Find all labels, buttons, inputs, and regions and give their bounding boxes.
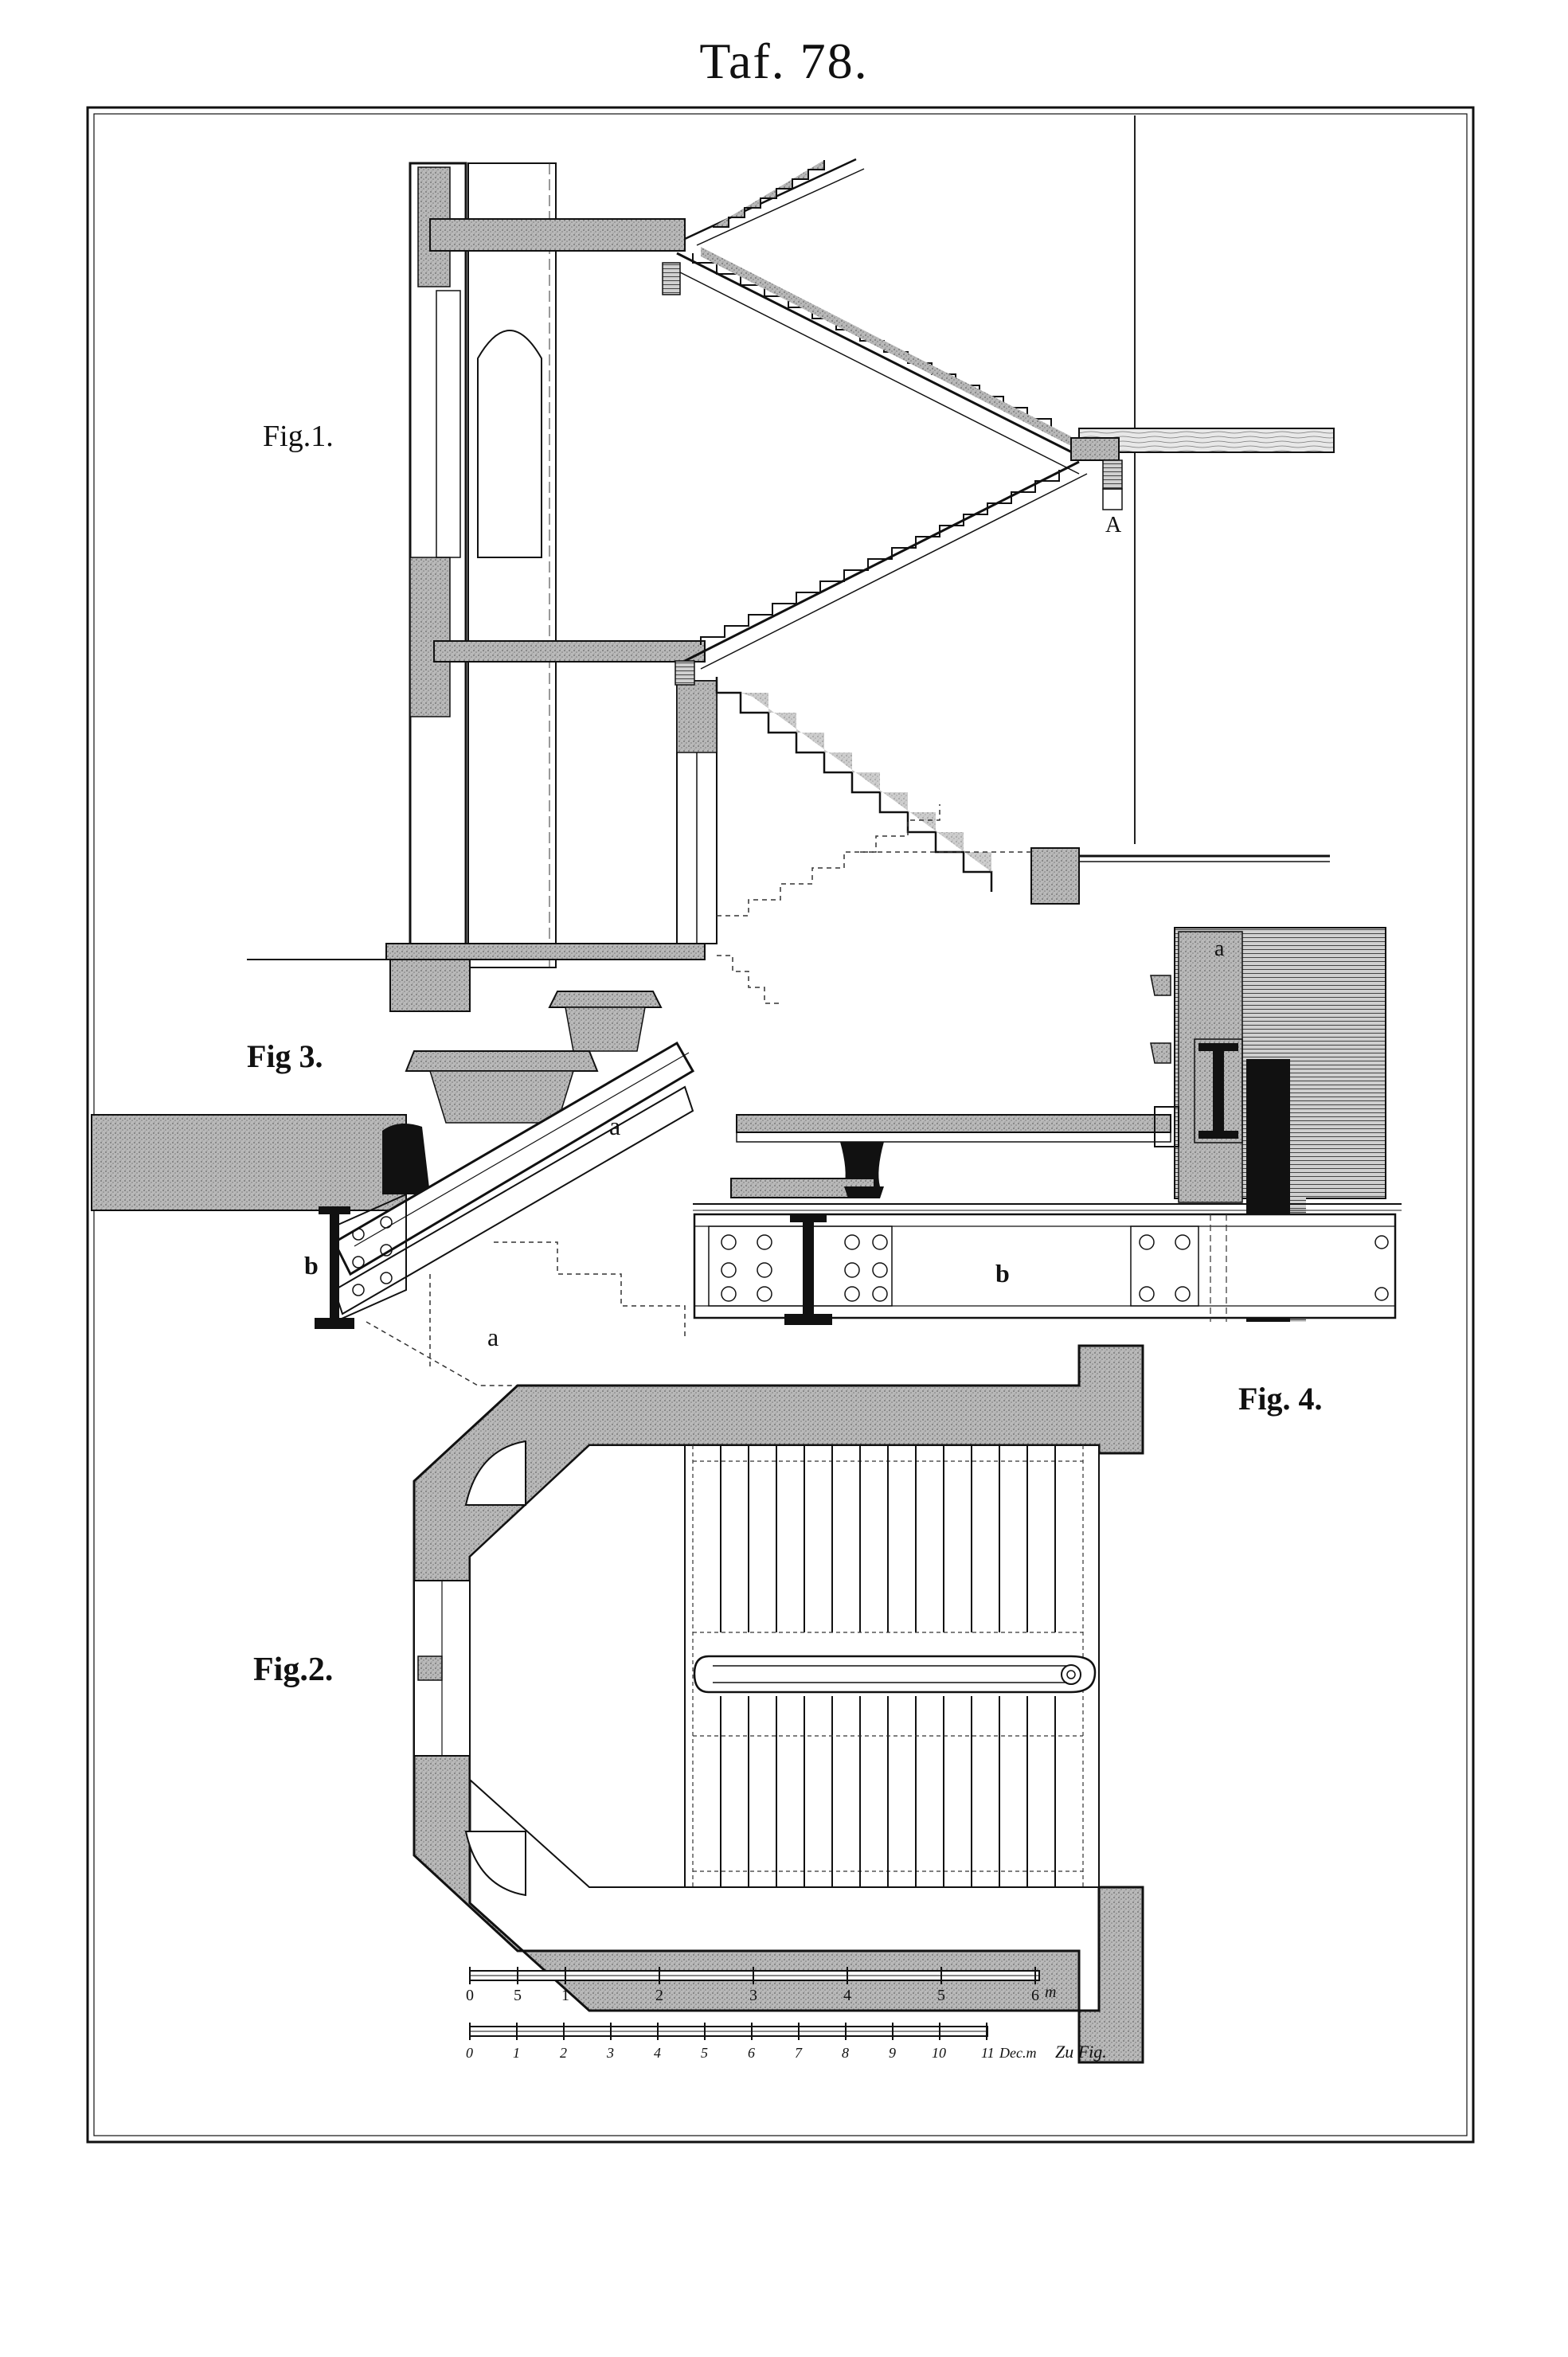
- svg-text:4: 4: [654, 2045, 661, 2061]
- svg-text:5: 5: [514, 1987, 522, 2004]
- svg-text:3: 3: [749, 1987, 757, 2004]
- svg-text:m: m: [1045, 1984, 1056, 2001]
- fig4-detail: [693, 927, 1402, 1325]
- svg-text:1: 1: [561, 1987, 569, 2004]
- label-a-fig3-beam: a: [609, 1112, 620, 1140]
- svg-text:11: 11: [981, 2045, 995, 2061]
- svg-text:Dec.m: Dec.m: [999, 2045, 1036, 2061]
- svg-text:6: 6: [1031, 1987, 1039, 2004]
- svg-text:4: 4: [843, 1987, 851, 2004]
- label-a-fig3-lower: a: [487, 1323, 499, 1351]
- label-A: A: [1105, 513, 1122, 537]
- fig1-label: Fig.1.: [263, 420, 334, 453]
- scale-top-tick-labels: 0 5 1 2 3 4 5 6 m: [466, 1984, 1056, 2004]
- svg-text:9: 9: [889, 2045, 896, 2061]
- scale-bottom-tick-labels: 0 1 2 3 4 5 6 7 8 9 10 11 Dec.m Zu Fig.: [466, 2042, 1107, 2062]
- fig4-label: Fig. 4.: [1238, 1381, 1323, 1417]
- svg-text:2: 2: [655, 1987, 663, 2004]
- svg-text:10: 10: [932, 2045, 946, 2061]
- fig2-plan: [413, 1344, 1144, 2064]
- label-b-fig4: b: [995, 1259, 1010, 1288]
- svg-text:8: 8: [842, 2045, 849, 2061]
- fig1-section: A: [247, 115, 1335, 1012]
- label-b-fig3: b: [304, 1251, 319, 1280]
- svg-text:0: 0: [466, 1987, 474, 2004]
- plate-frame-outer: [86, 106, 1475, 2144]
- svg-text:3: 3: [606, 2045, 614, 2061]
- scale-bar-decimeters: [469, 2023, 988, 2040]
- fig3-detail: [91, 991, 695, 1386]
- label-a-fig4: a: [1214, 936, 1225, 961]
- svg-text:2: 2: [560, 2045, 567, 2061]
- fig2-label: Fig.2.: [253, 1651, 333, 1688]
- svg-text:1: 1: [513, 2045, 520, 2061]
- svg-text:6: 6: [748, 2045, 755, 2061]
- scale-bar-meters: [469, 1967, 1040, 1984]
- fig3-label: Fig 3.: [247, 1038, 323, 1074]
- svg-text:0: 0: [466, 2045, 473, 2061]
- plate-title: Taf. 78.: [699, 33, 869, 89]
- svg-text:5: 5: [937, 1987, 945, 2004]
- svg-text:7: 7: [795, 2045, 803, 2061]
- svg-text:Zu Fig.: Zu Fig.: [1055, 2042, 1107, 2062]
- svg-text:5: 5: [701, 2045, 708, 2061]
